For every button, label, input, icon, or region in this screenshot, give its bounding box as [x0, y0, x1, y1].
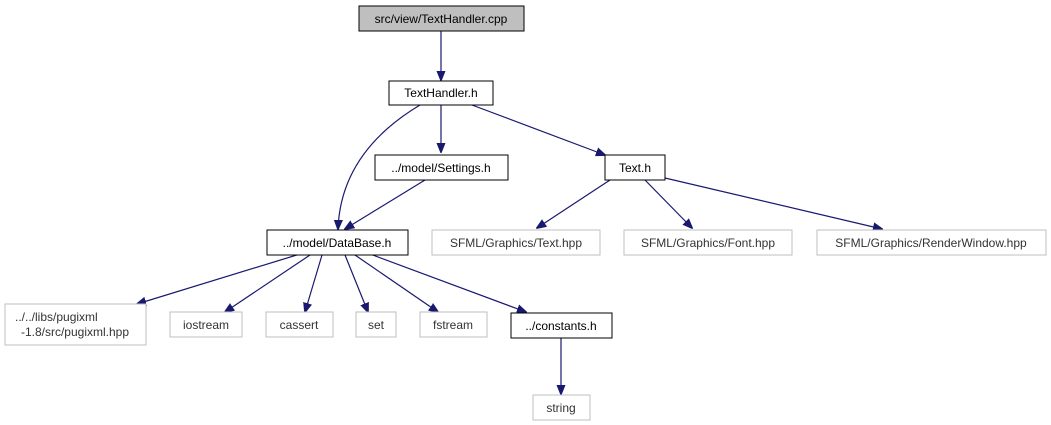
- node-text-h[interactable]: Text.h: [604, 154, 666, 181]
- edge-database-to-constants: [369, 253, 526, 312]
- node-label: cassert: [280, 318, 319, 332]
- edge-texthandler-to-database: [338, 104, 421, 229]
- edge-text-to-sfml-renderwindow: [664, 177, 882, 229]
- node-label: TextHandler.h: [404, 86, 477, 100]
- node-string[interactable]: string: [532, 394, 591, 421]
- edge-text-to-sfml-text: [537, 179, 611, 228]
- edge-database-to-pugixml: [137, 253, 301, 304]
- edge-database-to-cassert: [305, 254, 323, 312]
- node-texthandler-h[interactable]: TextHandler.h: [388, 80, 494, 106]
- node-label: string: [546, 401, 575, 415]
- node-label: ../model/Settings.h: [391, 161, 490, 175]
- edges: [137, 31, 882, 394]
- node-label: SFML/Graphics/Font.hpp: [641, 236, 775, 250]
- node-sfml-text-hpp[interactable]: SFML/Graphics/Text.hpp: [431, 229, 601, 256]
- node-pugixml-hpp[interactable]: ../../libs/pugixml -1.8/src/pugixml.hpp: [4, 303, 147, 346]
- node-label: set: [368, 318, 385, 332]
- node-label: ../constants.h: [525, 319, 596, 333]
- node-label: fstream: [433, 318, 473, 332]
- node-settings-h[interactable]: ../model/Settings.h: [374, 154, 509, 181]
- edge-text-to-sfml-font: [644, 179, 692, 228]
- edge-database-to-fstream: [354, 254, 438, 312]
- node-sfml-renderwindow-hpp[interactable]: SFML/Graphics/RenderWindow.hpp: [816, 229, 1047, 256]
- node-label-line-2: -1.8/src/pugixml.hpp: [21, 325, 129, 339]
- node-label: SFML/Graphics/Text.hpp: [450, 236, 582, 250]
- edge-database-to-set: [344, 254, 368, 312]
- node-label: Text.h: [619, 161, 651, 175]
- node-database-h[interactable]: ../model/DataBase.h: [266, 229, 409, 256]
- node-sfml-font-hpp[interactable]: SFML/Graphics/Font.hpp: [623, 229, 793, 256]
- node-label-line-1: ../../libs/pugixml: [15, 310, 98, 324]
- edge-texthandler-to-text: [471, 104, 605, 155]
- edge-settings-to-database: [345, 179, 426, 229]
- node-fstream[interactable]: fstream: [419, 311, 488, 338]
- node-set[interactable]: set: [355, 311, 397, 338]
- node-label: iostream: [183, 318, 229, 332]
- node-cassert[interactable]: cassert: [265, 311, 334, 338]
- node-iostream[interactable]: iostream: [169, 311, 243, 338]
- edge-database-to-iostream: [225, 254, 311, 312]
- node-label: src/view/TextHandler.cpp: [375, 12, 508, 26]
- node-texthandler-cpp[interactable]: src/view/TextHandler.cpp: [358, 5, 525, 32]
- node-label: ../model/DataBase.h: [283, 236, 392, 250]
- node-label: SFML/Graphics/RenderWindow.hpp: [835, 236, 1027, 250]
- node-constants-h[interactable]: ../constants.h: [510, 312, 613, 339]
